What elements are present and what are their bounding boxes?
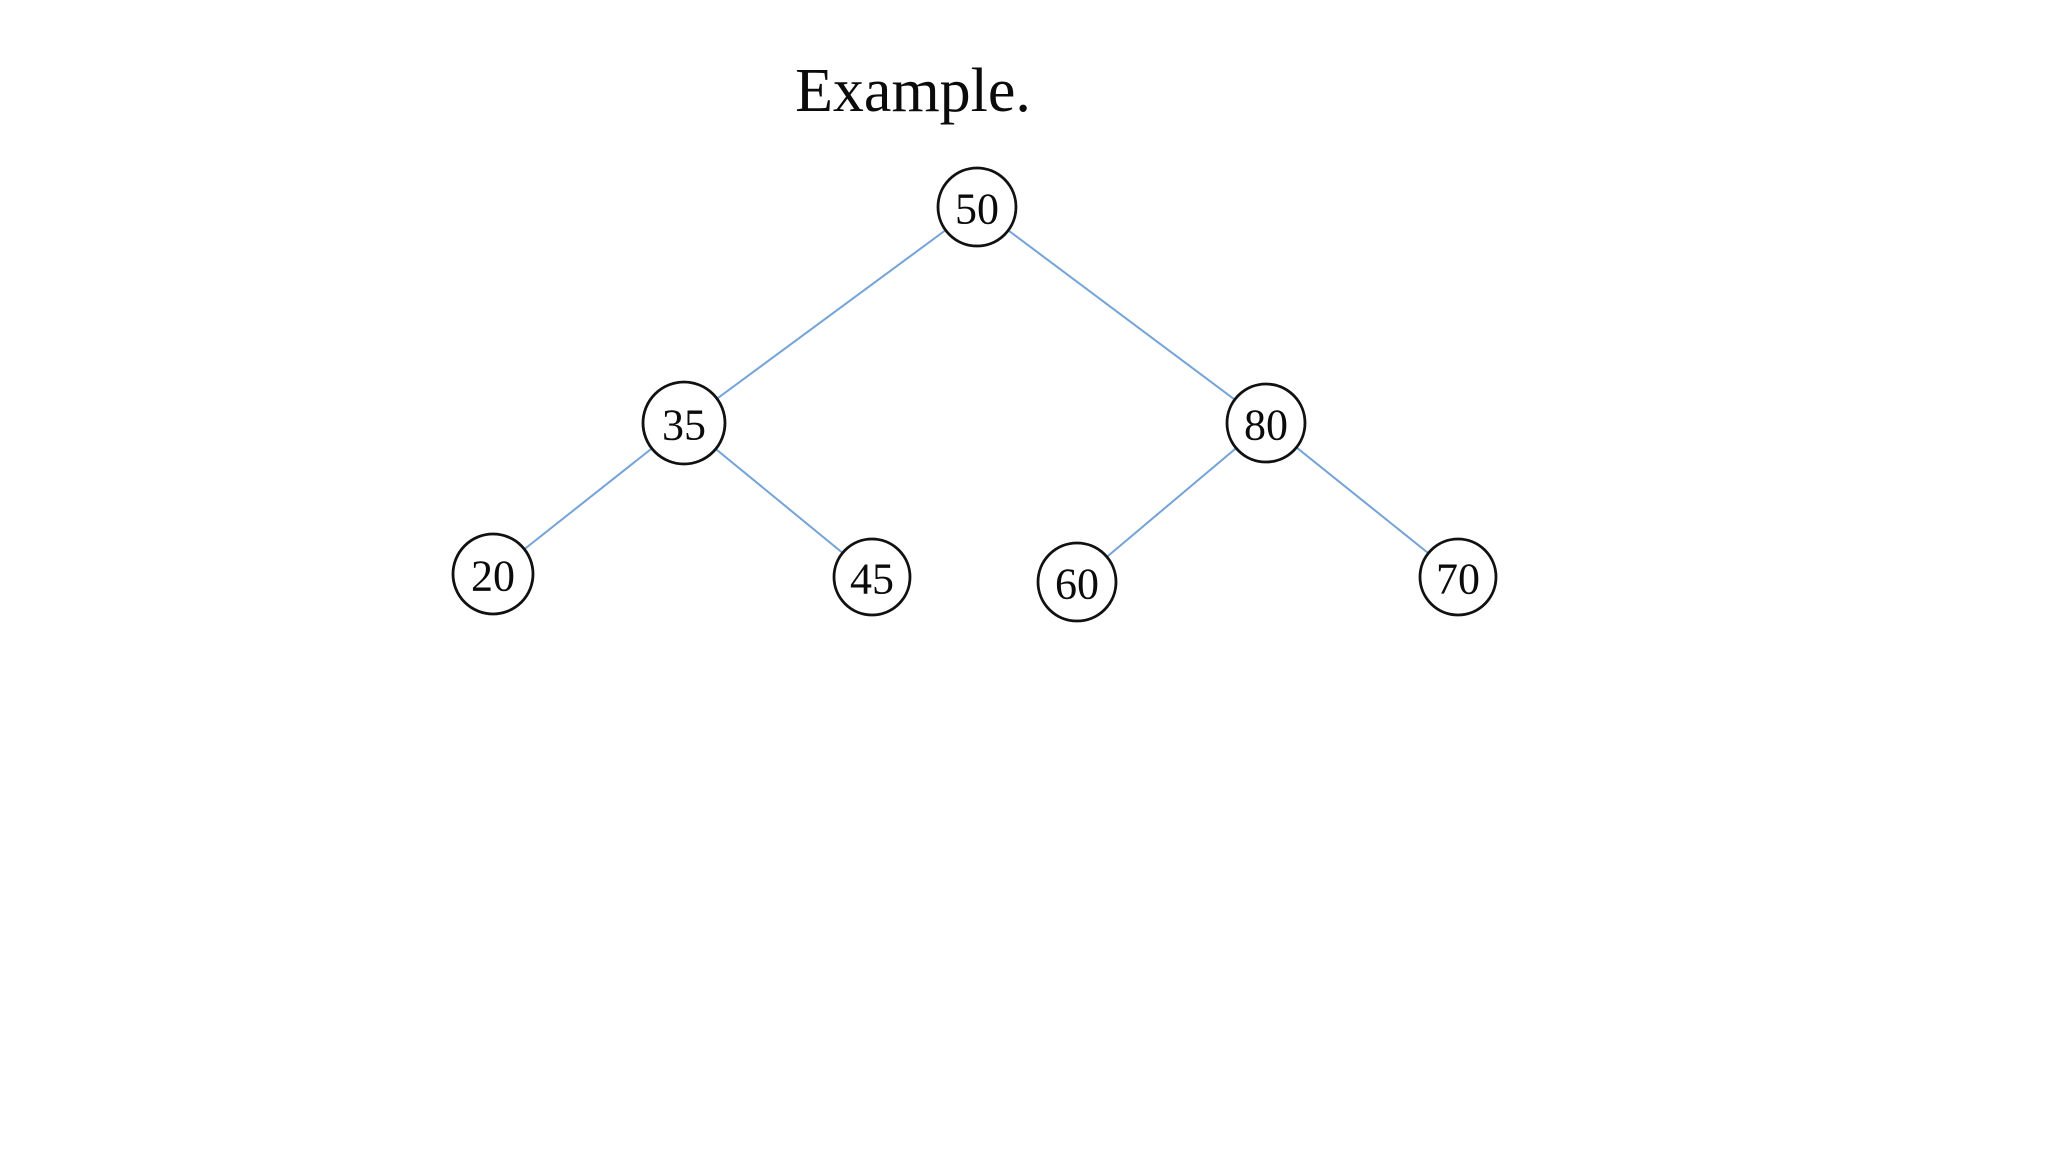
tree-edge-80-70	[1265, 422, 1459, 578]
tree-node-label: 20	[471, 551, 515, 600]
tree-node-circle	[1418, 537, 1498, 617]
tree-node-label: 45	[850, 554, 894, 603]
tree-node-20: 20	[451, 532, 535, 616]
tree-node-label: 80	[1244, 400, 1288, 449]
tree-edge-80-60	[1076, 422, 1267, 583]
tree-node-80: 80	[1225, 382, 1307, 464]
tree-node-label: 35	[662, 400, 706, 449]
tree-node-circle	[832, 537, 912, 617]
tree-node-35: 35	[641, 380, 727, 466]
tree-node-45: 45	[832, 537, 912, 617]
tree-node-50: 50	[936, 166, 1018, 248]
tree-node-circle	[1036, 541, 1118, 623]
tree-node-70: 70	[1418, 537, 1498, 617]
tree-node-label: 50	[955, 184, 999, 233]
tree-edge-50-80	[976, 206, 1267, 424]
tree-node-circle	[1225, 382, 1307, 464]
tree-node-label: 70	[1436, 554, 1480, 603]
tree-node-circle	[936, 166, 1018, 248]
tree-node-circle	[641, 380, 727, 466]
tree-node-60: 60	[1036, 541, 1118, 623]
slide-title: Example.	[795, 57, 1031, 125]
tree-node-label: 60	[1055, 559, 1099, 608]
tree-node-circle	[451, 532, 535, 616]
tree-edge-50-35	[683, 206, 978, 424]
